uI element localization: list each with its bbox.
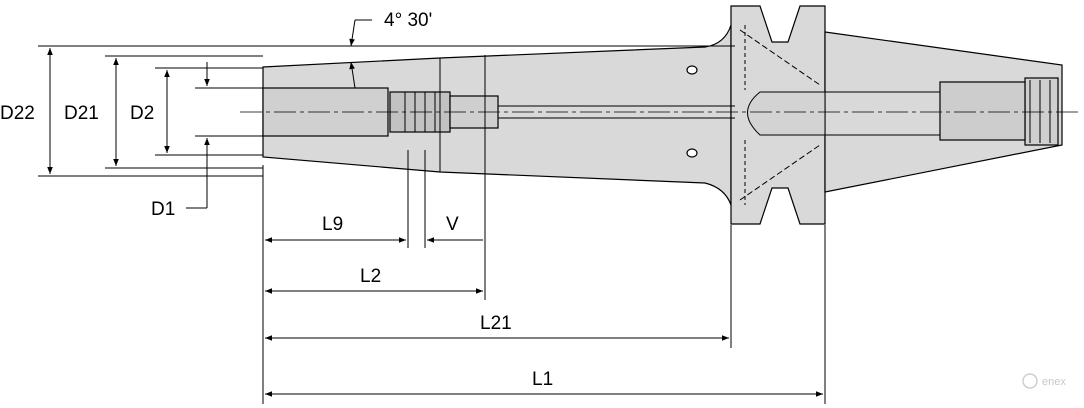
- mounting-holes: [686, 65, 698, 158]
- holder-body: [262, 5, 1063, 225]
- label-d1: D1: [151, 199, 175, 220]
- watermark-logo: enex: [1022, 373, 1066, 389]
- label-d21: D21: [64, 103, 99, 124]
- watermark-text: enex: [1042, 376, 1066, 388]
- label-l2: L2: [360, 266, 381, 287]
- diameter-dimensions: [38, 45, 735, 209]
- label-l21: L21: [480, 313, 512, 334]
- label-d22: D22: [0, 103, 35, 124]
- label-d2: D2: [130, 103, 154, 124]
- interior-lines: [404, 25, 1051, 205]
- rear-thread: [939, 81, 1026, 141]
- label-angle: 4° 30': [384, 10, 432, 31]
- label-l9: L9: [322, 214, 343, 235]
- length-dimensions: [262, 150, 826, 404]
- label-v: V: [446, 214, 459, 235]
- angle-callout: [349, 19, 372, 89]
- label-l1: L1: [532, 369, 553, 390]
